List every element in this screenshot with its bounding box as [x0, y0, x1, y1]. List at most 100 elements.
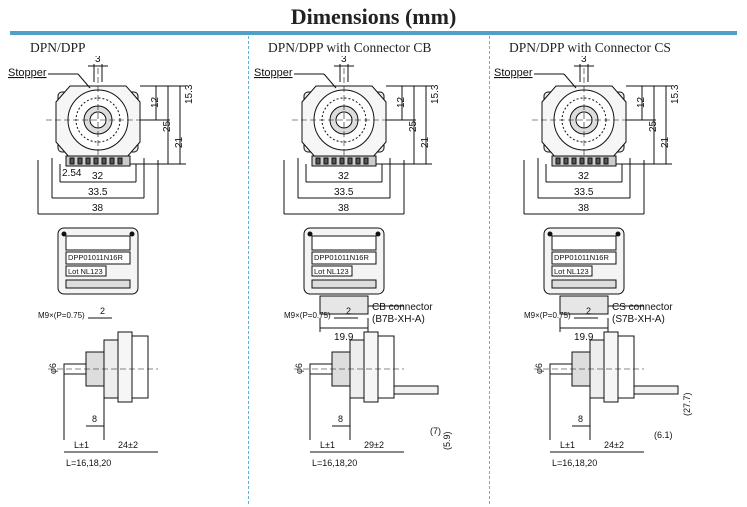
- column-dpn: Stopper 3 12 25 15.3 21 2.54 32 33.5 38 …: [8, 54, 248, 502]
- terminal-pin: [595, 157, 601, 165]
- labels: Stopper 3 12 25 15.3 21 32 33.5 38 DPP01…: [254, 54, 441, 468]
- stopper-label: Stopper: [494, 67, 533, 79]
- dim-label: 24±2: [604, 440, 624, 450]
- dim-label: 21: [420, 136, 431, 148]
- dim-label: L±1: [320, 440, 335, 450]
- rear-model-text: DPP01011N16R: [314, 253, 369, 262]
- shaft-label: φ6: [534, 363, 544, 374]
- connector-width-label: 19.9: [334, 332, 354, 343]
- pitch-label: 2.54: [62, 168, 82, 179]
- terminal-pin: [571, 157, 577, 165]
- terminal-pin: [603, 157, 609, 165]
- dim-label: 12: [636, 96, 647, 108]
- dim-label: 3: [341, 56, 347, 65]
- title-underline: [10, 31, 737, 35]
- dim-label: 25: [648, 120, 659, 132]
- terminal-pin: [117, 157, 123, 165]
- thread-label: M9×(P=0.75): [284, 311, 331, 320]
- dim-label: 3: [95, 56, 101, 65]
- dim-label: 21: [174, 136, 185, 148]
- dim-label: (27.7): [682, 392, 692, 416]
- width-label: 38: [578, 203, 590, 214]
- dim-label: 15.3: [184, 84, 195, 104]
- terminal-pin: [85, 157, 91, 165]
- width-label: 38: [92, 203, 104, 214]
- terminal-pin: [331, 157, 337, 165]
- side-view: [48, 317, 158, 453]
- length-values: L=16,18,20: [312, 458, 357, 468]
- rear-model-text: DPP01011N16R: [68, 253, 123, 262]
- column-dpn-cb: 19.9 CB connector(B7B-XH-A) (7)(5.9) Stop…: [254, 54, 494, 502]
- rear-view: [57, 227, 139, 295]
- column-title-dpn-cb: DPN/DPP with Connector CB: [268, 40, 432, 55]
- terminal-pin: [93, 157, 99, 165]
- thread-label: M9×(P=0.75): [38, 311, 85, 320]
- dim-label: 8: [92, 414, 97, 424]
- dim-label: 24±2: [118, 440, 138, 450]
- dim-label: 12: [396, 96, 407, 108]
- side-view: (7)(5.9): [294, 317, 452, 453]
- width-dimensions: [37, 158, 159, 215]
- length-values: L=16,18,20: [552, 458, 597, 468]
- terminal-pin: [69, 157, 75, 165]
- drawing: 19.9 CB connector(B7B-XH-A) (7)(5.9) Stop…: [254, 54, 452, 468]
- dim-label: L±1: [74, 440, 89, 450]
- dim-label: 15.3: [430, 84, 441, 104]
- width-label: 33.5: [88, 187, 108, 198]
- dim-label: 21: [660, 136, 671, 148]
- column-title-dpn: DPN/DPP: [30, 40, 86, 55]
- dim-label: (7): [430, 426, 441, 436]
- rear-model-text: DPP01011N16R: [554, 253, 609, 262]
- dim-label: (6.1): [654, 430, 673, 440]
- terminal-pin: [347, 157, 353, 165]
- drawing: 19.9CS connector(S7B-XH-A) (27.7)(6.1) S…: [494, 54, 692, 468]
- column-divider: [248, 36, 249, 504]
- connector-housing: [559, 295, 609, 315]
- rear-view: [543, 227, 625, 295]
- front-view: [292, 64, 432, 167]
- front-view: [532, 64, 672, 167]
- connector-housing: [319, 295, 369, 315]
- dim-label: 29±2: [364, 440, 384, 450]
- terminal-pin: [101, 157, 107, 165]
- terminal-pin: [315, 157, 321, 165]
- dim-label: 8: [578, 414, 583, 424]
- column-divider: [489, 36, 490, 504]
- terminal-pin: [563, 157, 569, 165]
- rear-lot-text: Lot NL123: [554, 267, 589, 276]
- side-view: (27.7) (6.1): [534, 317, 692, 453]
- terminal-pin: [339, 157, 345, 165]
- terminal-pin: [579, 157, 585, 165]
- column-title-dpn-cs: DPN/DPP with Connector CS: [509, 40, 671, 55]
- dim-label: L±1: [560, 440, 575, 450]
- stopper-label: Stopper: [8, 67, 47, 79]
- stopper-label: Stopper: [254, 67, 293, 79]
- terminal-pin: [555, 157, 561, 165]
- dim-label: 3: [581, 56, 587, 65]
- dim-label: 25: [162, 120, 173, 132]
- terminal-pin: [355, 157, 361, 165]
- width-label: 33.5: [334, 187, 354, 198]
- width-label: 33.5: [574, 187, 594, 198]
- shaft-label: φ6: [294, 363, 304, 374]
- connector-name-label: CB connector: [372, 302, 433, 313]
- width-label: 32: [338, 171, 350, 182]
- width-label: 32: [578, 171, 590, 182]
- rear-lot-text: Lot NL123: [68, 267, 103, 276]
- width-label: 32: [92, 171, 104, 182]
- connector-body: [633, 385, 679, 395]
- dim-label: 25: [408, 120, 419, 132]
- dim-label: 12: [150, 96, 161, 108]
- dim-label: 15.3: [670, 84, 681, 104]
- drawing: Stopper 3 12 25 15.3 21 2.54 32 33.5 38 …: [8, 54, 195, 468]
- length-values: L=16,18,20: [66, 458, 111, 468]
- connector-part-label: (S7B-XH-A): [612, 314, 665, 325]
- width-label: 38: [338, 203, 350, 214]
- connector-body: [393, 385, 439, 395]
- terminal-pin: [323, 157, 329, 165]
- width-dimensions: [523, 158, 645, 215]
- connector-part-label: (B7B-XH-A): [372, 314, 425, 325]
- labels: Stopper 3 12 25 15.3 21 2.54 32 33.5 38 …: [8, 54, 195, 468]
- dim-label: 8: [338, 414, 343, 424]
